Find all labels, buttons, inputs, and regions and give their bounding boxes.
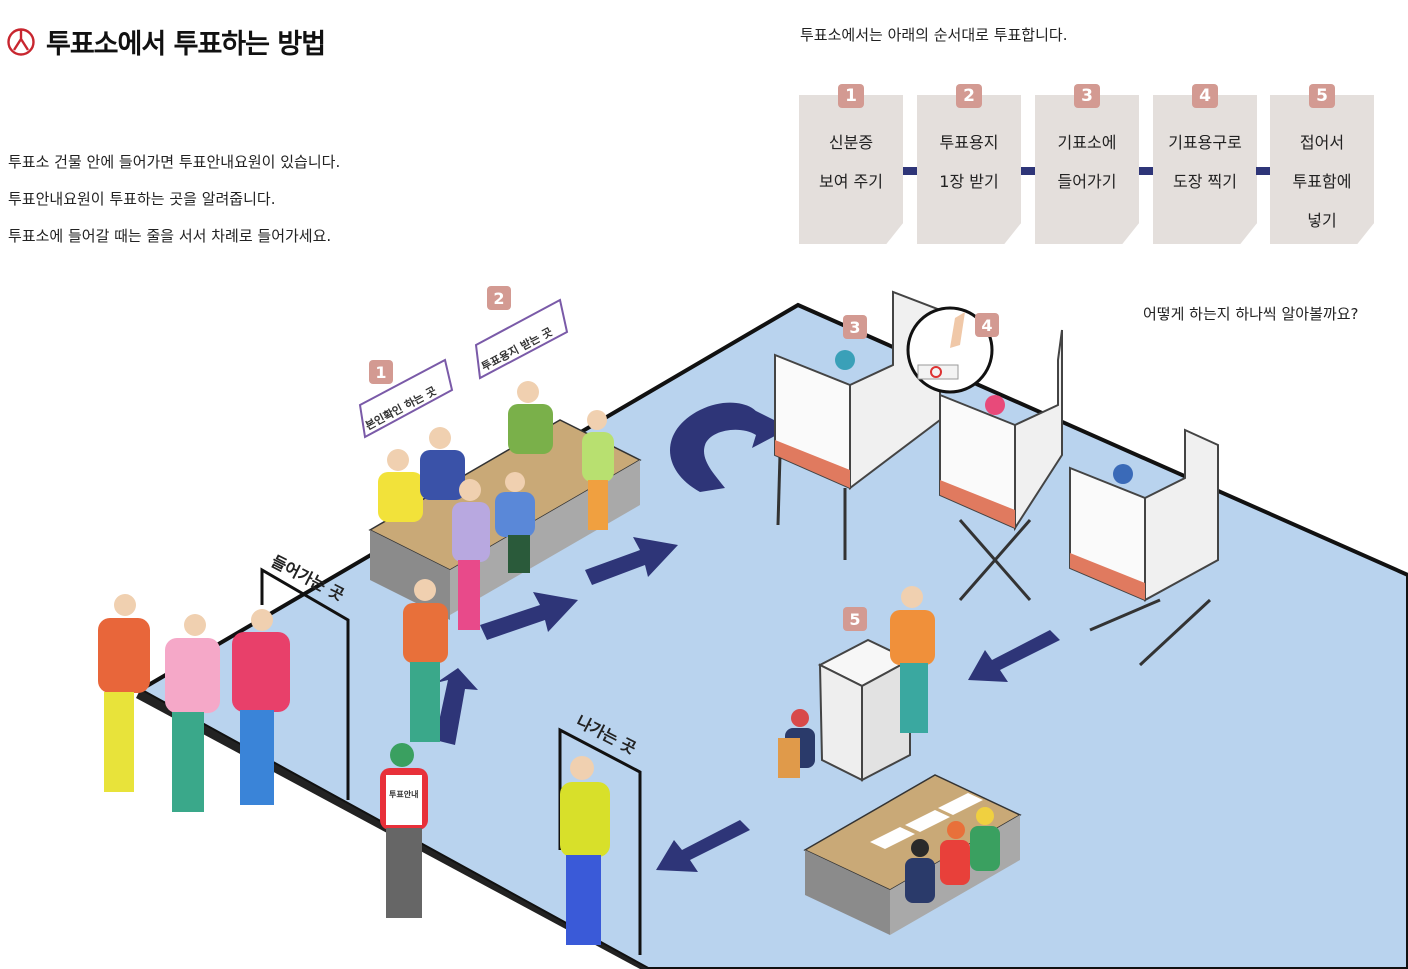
step-line: 보여 주기 [819,172,883,191]
observer-figure [905,839,935,903]
voting-booth [1069,428,1219,667]
voter-figure [452,479,490,630]
badge-2: 2 [487,286,511,310]
exiting-voter [560,756,610,945]
step-number-badge: 5 [1309,84,1335,108]
voter-figure [98,594,150,792]
order-note: 투표소에서는 아래의 순서대로 투표합니다. [800,26,1068,44]
voter-figure [582,410,614,530]
step-line: 투표함에 [1292,172,1352,191]
arrow-icon [968,630,1060,682]
arrow-icon [480,592,578,640]
page-title: 투표소에서 투표하는 방법 [46,29,326,60]
step-number-badge: 3 [1074,84,1100,108]
voter-figure [232,609,290,805]
step-sequence: 신분증 보여 주기 1 투표용지 1장 받기 2 기표소에 들어가기 3 기표용… [799,84,1379,248]
step-line: 들어가기 [1057,172,1117,191]
question-text: 어떻게 하는지 하나씩 알아볼까요? [1143,305,1359,323]
booth-voters [835,350,1133,484]
step-line: 도장 찍기 [1173,172,1237,191]
waiting-voters [98,594,290,812]
stamp-zoom [906,306,994,394]
floor [135,302,1408,969]
voter-figure [495,472,535,573]
step-line: 투표용지 [939,133,999,152]
step-card: 투표용지 1장 받기 [917,95,1021,244]
staff-figure [420,427,465,500]
badge-3: 3 [843,315,867,339]
observers [778,709,1000,903]
staff-figure [508,381,553,454]
voting-booth [939,329,1063,601]
svg-text:2: 2 [493,289,504,308]
flow-arrows [435,402,1060,872]
vote-stamp-icon [7,27,35,56]
intro-line: 투표소에 들어갈 때는 줄을 서서 차례로 들어가세요. [8,227,332,245]
step-line: 넣기 [1307,211,1337,230]
step-line: 신분증 [828,133,874,152]
arrow-icon [585,537,678,585]
badge-1: 1 [369,360,393,384]
intro-text: 투표소 건물 안에 들어가면 투표안내요원이 있습니다. 투표안내요원이 투표하… [8,144,340,255]
arrow-icon [670,402,790,492]
observer-figure [970,807,1000,871]
step-line: 1장 받기 [939,172,999,191]
step-card: 신분증 보여 주기 [799,95,903,244]
step-number-badge: 4 [1192,84,1218,108]
staff-figure [378,449,423,522]
arrow-icon [435,668,478,745]
intro-line: 투표소 건물 안에 들어가면 투표안내요원이 있습니다. [8,153,341,171]
badge-5: 5 [843,607,867,631]
observer-figure [778,709,815,778]
step-card: 기표용구로 도장 찍기 [1153,95,1257,244]
ballot-box-voter [890,586,935,733]
step-number-badge: 1 [838,84,864,108]
ballot-sign: 투표용지 받는 곳 [474,298,569,380]
step-card: 기표소에 들어가기 [1035,95,1139,244]
svg-text:4: 4 [981,316,992,335]
voter-figure [403,579,448,742]
step-line: 기표용구로 [1168,133,1242,152]
guide-vest-label: 투표안내 [389,789,418,799]
observer-figure [940,821,970,885]
svg-text:5: 5 [849,610,860,629]
step-number-badge: 2 [956,84,982,108]
guide-staff: 투표안내 [380,743,428,918]
svg-text:1: 1 [375,363,386,382]
voters-at-table [403,410,614,742]
step-badges: 1 2 3 4 5 [369,286,999,631]
reception-staff [378,381,553,522]
svg-text:3: 3 [849,318,860,337]
arrow-icon [656,820,750,872]
page-header: 투표소에서 투표하는 방법 [6,22,326,61]
step-line: 기표소에 [1057,133,1117,152]
badge-4: 4 [975,313,999,337]
voter-figure [165,614,220,812]
step-card: 접어서 투표함에 넣기 [1270,95,1374,244]
intro-line: 투표안내요원이 투표하는 곳을 알려줍니다. [8,190,276,208]
step-line: 접어서 [1299,133,1345,152]
